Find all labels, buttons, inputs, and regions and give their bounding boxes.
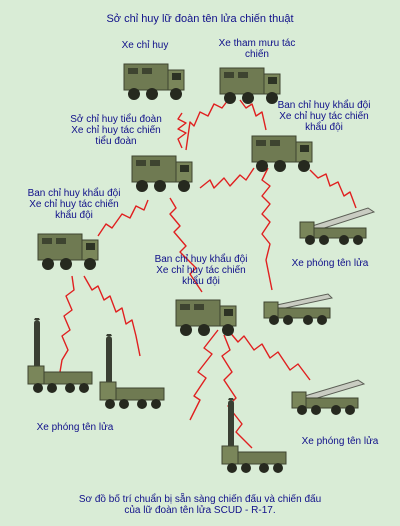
link-battalion-to-battery-left <box>97 199 149 237</box>
link-battery-right-to-launcher2 <box>261 167 273 291</box>
battery-left-vehicle <box>37 233 99 270</box>
launcher-vehicle-middle <box>263 293 334 325</box>
label-battery-center-line1: Ban chỉ huy khẩu đội <box>154 254 248 265</box>
link-staff-to-battery-right <box>239 99 267 131</box>
launcher-vehicle-left-a <box>27 318 93 393</box>
label-battery-right-line3: khẩu đội <box>305 122 343 133</box>
link-battalion-to-battery-right <box>199 167 255 189</box>
label-battery-left-line2: Xe chỉ huy tác chiến <box>29 199 119 210</box>
staff-vehicle <box>219 67 281 104</box>
label-battalion-hq-line2: Xe chỉ huy tác chiến <box>71 125 161 136</box>
link-battery-center-to-launcher3 <box>227 329 311 381</box>
label-launcher-3: Xe phóng tên lửa <box>301 436 379 447</box>
label-battery-center-line3: khẩu đội <box>182 276 220 287</box>
label-launcher-2: Xe phóng tên lửa <box>36 422 114 433</box>
link-battery-right-to-launcher1 <box>309 169 357 209</box>
link-battery-center-to-launcher5 <box>189 329 219 421</box>
link-battery-center-to-launcher4 <box>221 334 253 449</box>
label-battery-right-line2: Xe chỉ huy tác chiến <box>279 111 369 122</box>
link-battalion-to-battery-center <box>169 197 203 293</box>
launcher-vehicle-right-top <box>299 207 376 245</box>
label-battery-center-line2: Xe chỉ huy tác chiến <box>156 265 246 276</box>
launcher-vehicle-bottom <box>221 398 287 473</box>
link-staff-to-battalion <box>185 99 229 151</box>
label-staff-vehicle: Xe tham mưu tác chiến <box>218 38 296 60</box>
label-battery-right-line1: Ban chỉ huy khẩu đội <box>277 100 371 111</box>
link-battery-left-to-launcher-a <box>59 275 75 373</box>
launcher-vehicle-left-b <box>99 334 165 409</box>
caption-line2: của lữ đoàn tên lửa SCUD - R-17. <box>124 505 276 516</box>
caption-line1: Sơ đồ bố trí chuẩn bị sẵn sàng chiến đấu… <box>78 494 322 505</box>
battery-center-vehicle <box>175 299 237 336</box>
diagram-title: Sở chỉ huy lữ đoàn tên lửa chiến thuật <box>106 13 294 25</box>
label-battery-left-line1: Ban chỉ huy khẩu đội <box>27 188 121 199</box>
battery-right-vehicle <box>251 135 313 172</box>
label-battery-left-line3: khẩu đội <box>55 210 93 221</box>
link-command-to-battalion <box>177 112 187 149</box>
battalion-hq-vehicle <box>131 155 193 192</box>
label-launcher-1: Xe phóng tên lửa <box>291 258 369 269</box>
launcher-vehicle-right-bottom <box>291 379 366 415</box>
command-vehicle <box>123 63 185 100</box>
label-battalion-hq-line3: tiểu đoàn <box>95 136 137 147</box>
label-battalion-hq-line1: Sở chỉ huy tiểu đoàn <box>70 114 162 125</box>
link-battery-left-to-launcher-b <box>83 275 141 357</box>
label-command-vehicle: Xe chỉ huy <box>121 40 169 51</box>
